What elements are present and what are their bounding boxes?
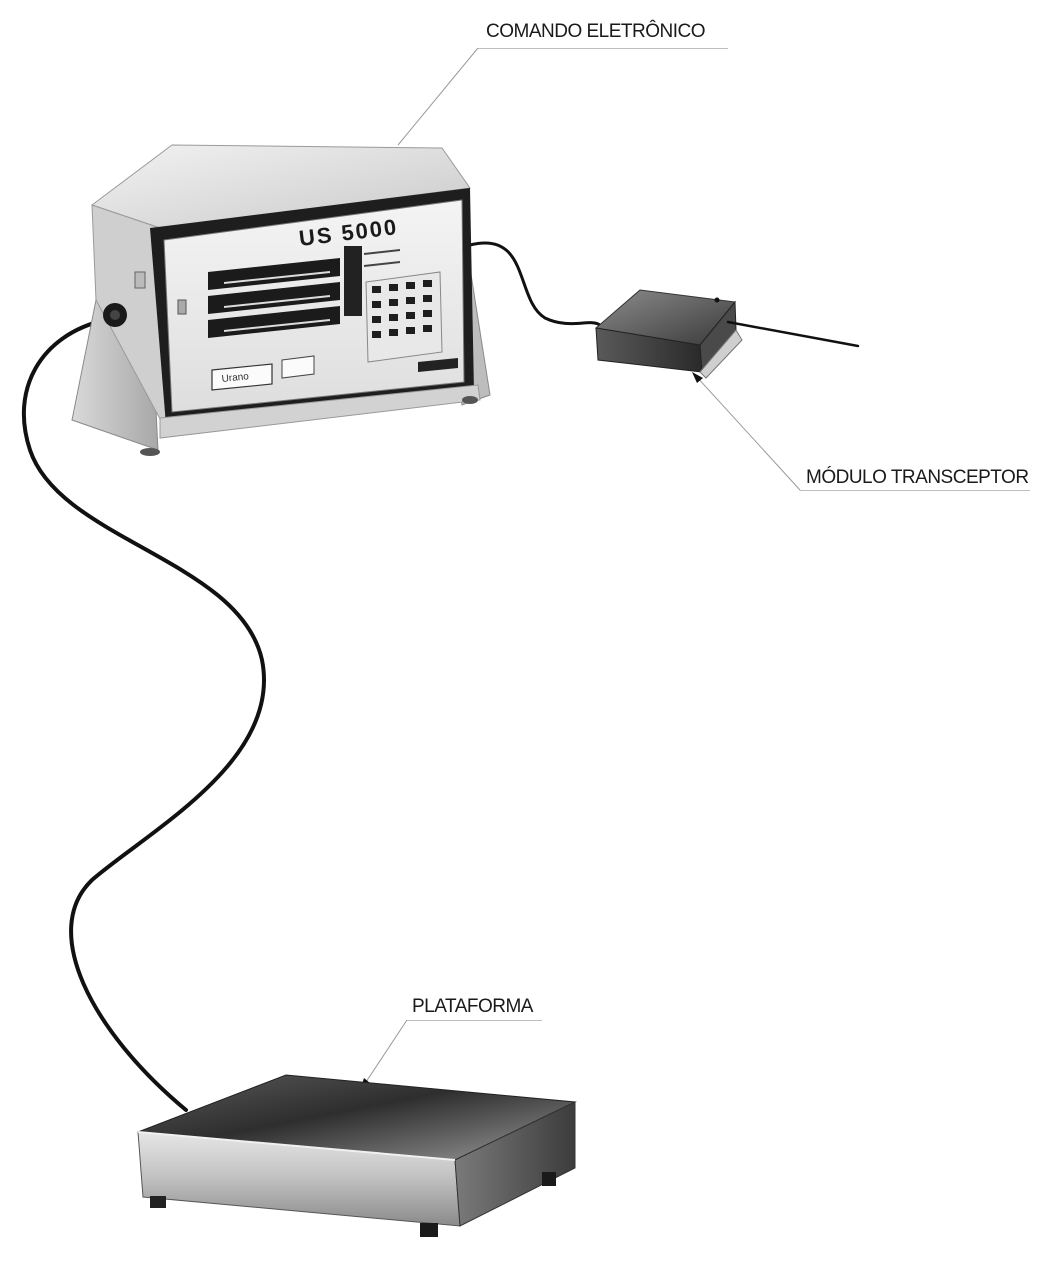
keypad-key	[423, 325, 432, 332]
brand-logo: Urano	[211, 363, 273, 391]
keypad-key	[423, 295, 432, 302]
keypad-key	[423, 280, 432, 287]
keypad-key	[406, 327, 415, 334]
indicator-unit: US 5000	[71, 144, 491, 456]
label-underline	[800, 490, 1030, 491]
platform-cable	[21, 318, 266, 1112]
info-plate	[281, 355, 315, 379]
leader-line-plataforma	[363, 1019, 408, 1086]
keypad-key	[372, 316, 381, 323]
leader-arrow-modulo	[692, 372, 703, 383]
keypad-key	[389, 299, 398, 306]
display-windows	[208, 246, 401, 338]
indicator-foot-right	[462, 396, 478, 404]
platform-side	[454, 1101, 576, 1227]
keypad	[365, 271, 443, 363]
keypad-key	[372, 331, 381, 338]
label-underline	[478, 48, 728, 49]
platform-foot	[150, 1196, 166, 1208]
platform-foot	[420, 1223, 438, 1237]
indicator-bottom-lip	[159, 384, 481, 439]
connector-icon	[177, 299, 187, 315]
latch-icon	[134, 271, 146, 289]
label-modulo-transceptor: MÓDULO TRANSCEPTOR	[806, 467, 1029, 488]
keypad-key	[389, 329, 398, 336]
antenna	[726, 320, 860, 348]
keypad-key	[389, 284, 398, 291]
label-underline	[407, 1020, 542, 1021]
indicator-foot-left	[140, 448, 160, 456]
platform	[137, 1074, 577, 1237]
label-plataforma: PLATAFORMA	[412, 996, 533, 1017]
keypad-key	[406, 312, 415, 319]
keypad-key	[406, 297, 415, 304]
module-led-icon	[714, 297, 720, 303]
keypad-key	[423, 310, 432, 317]
leader-line-comando	[397, 47, 479, 146]
keypad-key	[372, 286, 381, 293]
platform-foot	[542, 1172, 556, 1186]
keypad-key	[372, 301, 381, 308]
module-base	[699, 329, 743, 379]
panel-strip	[418, 358, 458, 372]
keypad-key	[389, 314, 398, 321]
brand-text: Urano	[221, 371, 250, 385]
keypad-key	[406, 282, 415, 289]
label-comando-eletronico: COMANDO ELETRÔNICO	[486, 21, 706, 42]
leader-line-modulo	[695, 375, 801, 491]
transceiver-module	[594, 289, 860, 379]
module-cable	[468, 241, 602, 327]
knob-icon	[103, 303, 127, 327]
